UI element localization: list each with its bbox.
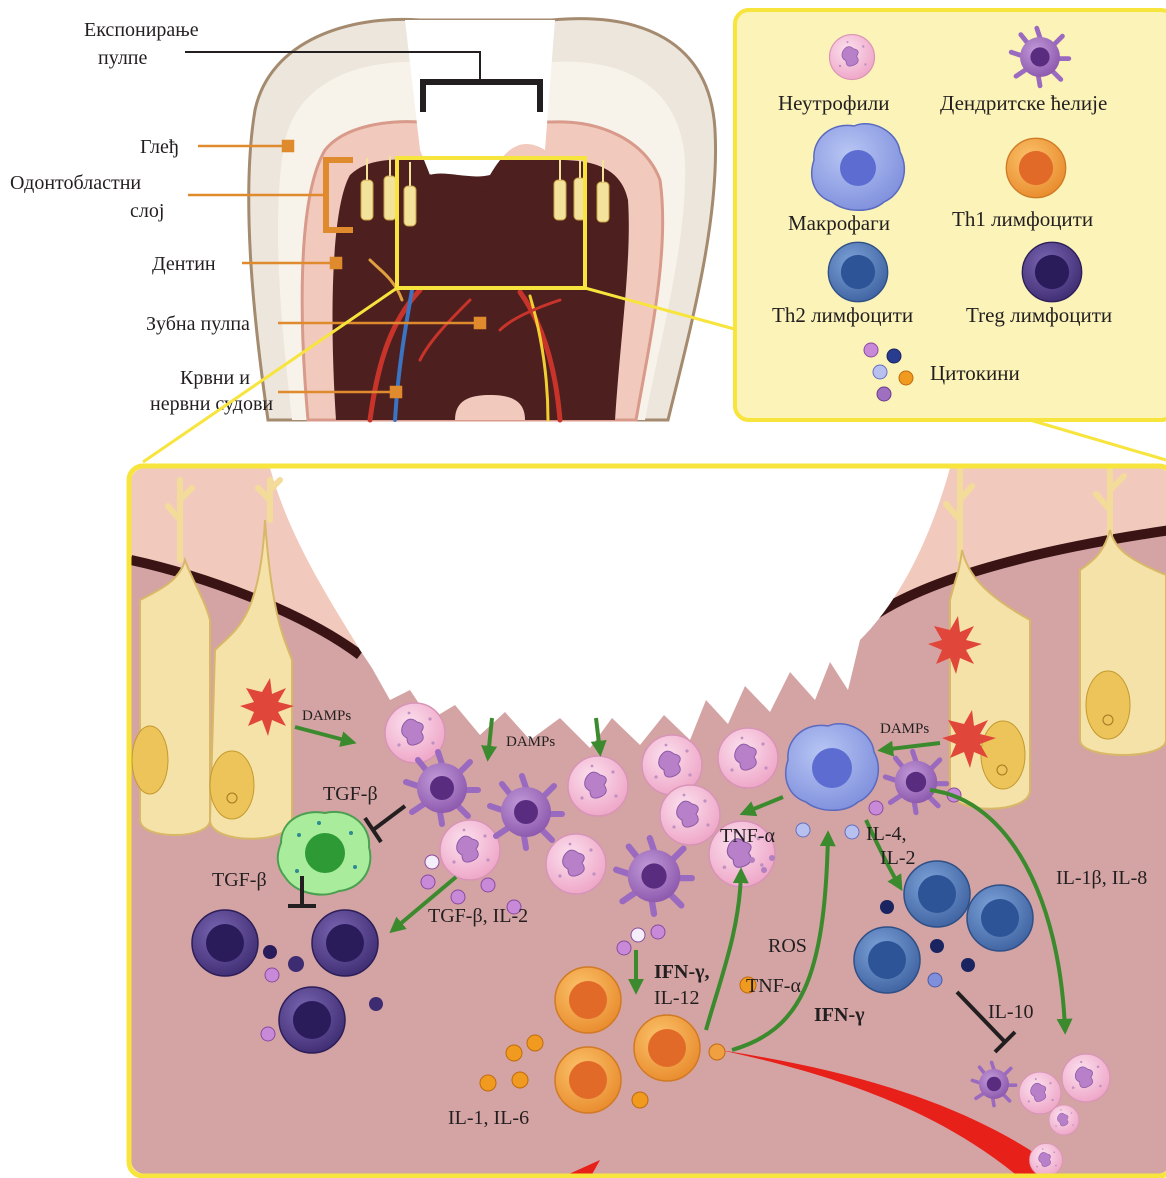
label-tgf-beta-il2: TGF-β, IL-2 [428, 905, 528, 927]
tooth-section [249, 19, 716, 420]
label-dental-pulp: Зубна пулпа [146, 313, 250, 335]
legend-treg: Treg лимфоцити [966, 303, 1112, 327]
label-il10: IL-10 [988, 1001, 1034, 1023]
legend-cytokines: Цитокини [930, 361, 1020, 385]
label-il1-il6: IL-1, IL-6 [448, 1107, 529, 1129]
label-pulp-exposure-2: пулпе [98, 47, 148, 69]
legend-dendritic: Дендритске ћелије [940, 91, 1107, 115]
macrophage-icon [812, 124, 905, 211]
detail-panel [131, 460, 1166, 1178]
legend-th1: Th1 лимфоцити [952, 207, 1093, 231]
label-odontoblast-1: Одонтобластни [10, 172, 141, 194]
label-pulp-exposure-1: Експонирање [84, 19, 199, 41]
label-vessels-1: Крвни и [180, 367, 250, 389]
legend-th2: Th2 лимфоцити [772, 303, 913, 327]
legend-neutrophils: Неутрофили [778, 91, 889, 115]
label-vessels-2: нервни судови [150, 393, 273, 415]
label-damps-left: DAMPs [302, 708, 351, 724]
label-damps-right: DAMPs [880, 721, 929, 737]
label-il2: IL-2 [880, 847, 916, 869]
label-il1b-il8: IL-1β, IL-8 [1056, 867, 1147, 889]
label-tnf-alpha-2: TNF-α [746, 975, 801, 997]
label-ros: ROS [768, 935, 807, 957]
label-ifn-line1: IFN-γ, [654, 961, 709, 983]
legend-panel: Неутрофили Дендритске ћелије Макрофаги T… [735, 10, 1166, 420]
label-tnf-alpha-1: TNF-α [720, 825, 775, 847]
label-tgf-beta-2: TGF-β [212, 869, 267, 891]
label-enamel: Глеђ [140, 136, 179, 158]
label-ifn-line2: IL-12 [654, 987, 700, 1009]
macrophage-cell [786, 724, 879, 811]
label-tgf-beta-1: TGF-β [323, 783, 378, 805]
legend-macrophages: Макрофаги [788, 211, 890, 235]
label-il4: IL-4, [866, 823, 907, 845]
label-ifn-gamma: IFN-γ [814, 1004, 865, 1026]
suppressed-cell [278, 812, 371, 895]
label-damps-middle: DAMPs [506, 734, 555, 750]
label-dentin: Дентин [152, 253, 216, 275]
label-odontoblast-2: слој [130, 200, 164, 222]
